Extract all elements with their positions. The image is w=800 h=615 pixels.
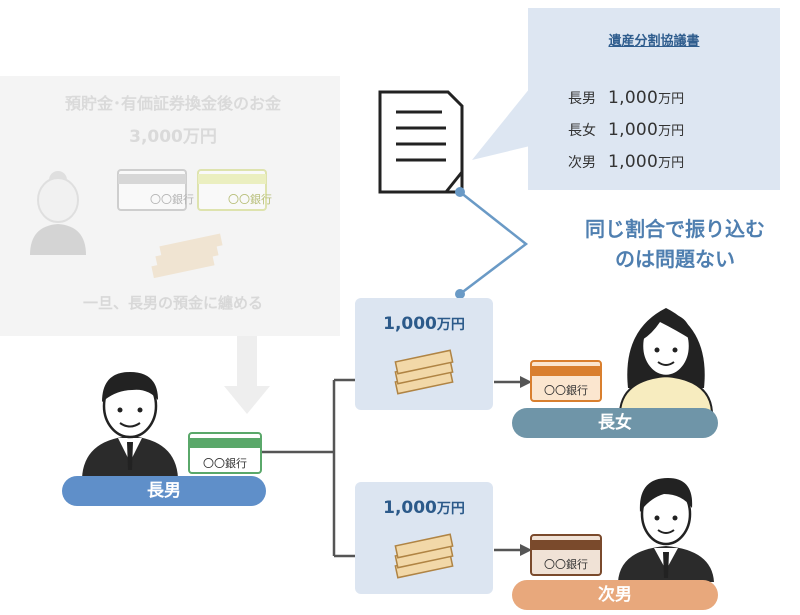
- branch-lines: [262, 376, 532, 558]
- speech-bubble-tail: [472, 88, 530, 160]
- cash-stack-icon: [394, 349, 454, 395]
- agreement-speech-bubble: [528, 8, 780, 190]
- eldest-daughter-bank-card-icon: [530, 360, 602, 402]
- eldest-daughter-bank-label: 〇〇銀行: [544, 384, 588, 397]
- transfer-note-line-2: のは問題ない: [615, 247, 735, 271]
- agreement-title: 遺産分割協議書: [608, 34, 700, 49]
- heir-name: 次男: [568, 155, 596, 171]
- heir-unit: 万円: [658, 156, 685, 171]
- transfer-amount-2: 1,000万円: [355, 498, 493, 518]
- agreement-row: 長女 1,000万円: [568, 120, 768, 140]
- faded-panel-title: 預貯金･有価証券換金後のお金: [64, 94, 281, 113]
- heir-name: 長男: [568, 91, 596, 107]
- agreement-row: 次男 1,000万円: [568, 152, 768, 172]
- second-son-avatar: [618, 478, 714, 582]
- connector-line: [455, 187, 529, 299]
- agreement-row: 長男 1,000万円: [568, 88, 768, 108]
- faded-panel-amount: 3,000万円: [129, 127, 217, 147]
- cash-stack-icon: [394, 533, 454, 579]
- heir-amount: 1,000: [608, 88, 659, 108]
- eldest-daughter-name-plate: 長女: [512, 408, 718, 438]
- second-son-bank-label: 〇〇銀行: [544, 558, 588, 571]
- heir-name: 長女: [568, 123, 596, 139]
- grandmother-icon: [30, 171, 86, 255]
- transfer-amount-unit: 万円: [436, 317, 465, 333]
- eldest-son-avatar: [82, 372, 178, 478]
- faded-bank-label-2: 〇〇銀行: [228, 193, 272, 206]
- eldest-son-name-plate: 長男: [62, 476, 266, 506]
- transfer-amount-value: 1,000: [383, 314, 437, 334]
- faded-panel-graphics: [30, 169, 267, 279]
- heir-amount: 1,000: [608, 120, 659, 140]
- transfer-amount-1: 1,000万円: [355, 314, 493, 334]
- faded-bank-label-1: 〇〇銀行: [150, 193, 194, 206]
- transfer-box-1: [355, 298, 493, 410]
- eldest-son-bank-label: 〇〇銀行: [203, 457, 247, 470]
- transfer-amount-unit: 万円: [436, 501, 465, 517]
- faded-bank-card-gray: [117, 169, 187, 211]
- heir-amount: 1,000: [608, 152, 659, 172]
- down-arrow-icon: [224, 336, 270, 414]
- document-icon: [378, 90, 464, 194]
- transfer-amount-value: 1,000: [383, 498, 437, 518]
- second-son-bank-card-icon: [530, 534, 602, 576]
- second-son-name-plate: 次男: [512, 580, 718, 610]
- transfer-note: 同じ割合で振り込む のは問題ない: [555, 214, 795, 274]
- eldest-daughter-avatar: [618, 308, 714, 412]
- faded-panel-note: 一旦、長男の預金に纏める: [82, 294, 263, 312]
- heir-unit: 万円: [658, 124, 685, 139]
- heir-unit: 万円: [658, 92, 685, 107]
- faded-cash-stack-icon: [151, 233, 223, 279]
- faded-bank-card-yellow: [197, 169, 267, 211]
- transfer-note-line-1: 同じ割合で振り込む: [585, 217, 765, 241]
- eldest-son-bank-card-icon: [188, 432, 262, 474]
- transfer-box-2: [355, 482, 493, 594]
